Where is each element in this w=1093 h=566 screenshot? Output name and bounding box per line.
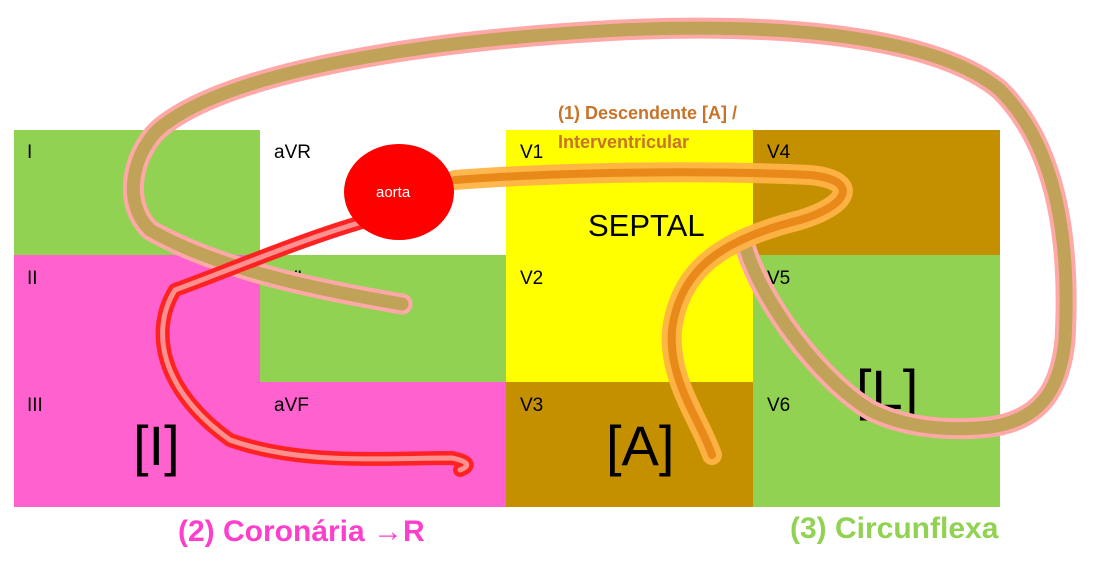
cell-lead-V2 bbox=[506, 255, 753, 382]
caption-descendente-line2: Interventricular bbox=[558, 132, 690, 152]
lead-label-III: III bbox=[27, 395, 43, 416]
region-label-anterior: [A] bbox=[606, 414, 675, 477]
caption-coronaria: (2) Coronária →R bbox=[178, 515, 425, 548]
cell-lead-V4 bbox=[753, 130, 1000, 255]
lead-label-V2: V2 bbox=[520, 268, 544, 289]
coronaria-artery bbox=[155, 215, 474, 477]
lead-label-V6: V6 bbox=[767, 395, 791, 416]
lead-label-V3: V3 bbox=[520, 395, 544, 416]
lead-label-aVR: aVR bbox=[274, 142, 311, 163]
region-label-septal: SEPTAL bbox=[588, 208, 705, 243]
cell-lead-III bbox=[14, 382, 260, 507]
cell-lead-aVF bbox=[260, 382, 506, 507]
cell-lead-V5 bbox=[753, 255, 1000, 382]
descendente-artery bbox=[445, 162, 853, 465]
circunflexa-artery bbox=[122, 17, 1077, 440]
lead-label-V5: V5 bbox=[767, 268, 791, 289]
aorta-label: aorta bbox=[376, 184, 411, 201]
region-label-inferior: [I] bbox=[133, 414, 180, 477]
lead-label-V4: V4 bbox=[767, 142, 791, 163]
caption-descendente-line1: (1) Descendente [A] / bbox=[558, 103, 738, 123]
lead-label-I: I bbox=[27, 142, 33, 163]
cell-lead-V1 bbox=[506, 130, 753, 255]
lead-label-V1: V1 bbox=[520, 142, 544, 163]
aorta-shape bbox=[344, 144, 454, 240]
caption-circunflexa: (3) Circunflexa bbox=[790, 512, 999, 545]
lead-label-aVF: aVF bbox=[274, 395, 309, 416]
lead-label-II: II bbox=[27, 268, 38, 289]
